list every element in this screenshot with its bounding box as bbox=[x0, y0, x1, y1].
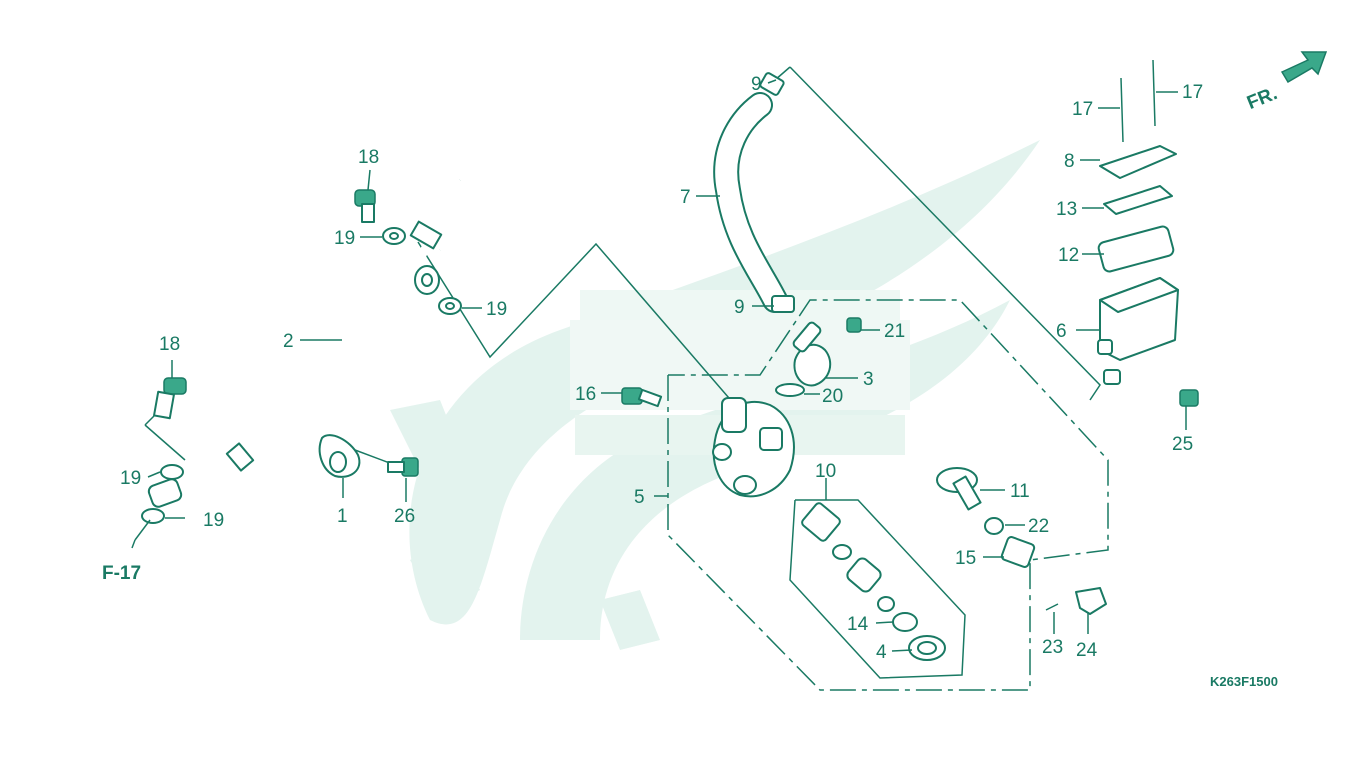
callout-3: 3 bbox=[863, 369, 874, 390]
callout-19-d: 19 bbox=[203, 510, 224, 531]
watermark-logo bbox=[390, 140, 1040, 650]
callout-12: 12 bbox=[1058, 245, 1079, 266]
callout-24: 24 bbox=[1076, 640, 1098, 661]
reference-arrow-icon bbox=[131, 539, 136, 549]
callout-15: 15 bbox=[955, 548, 976, 569]
assembly-outlines bbox=[144, 66, 1109, 691]
direction-label: FR. bbox=[1244, 83, 1280, 114]
callout-7: 7 bbox=[680, 187, 691, 208]
callout-26: 26 bbox=[394, 506, 415, 527]
callout-labels: 1 2 3 4 5 6 7 8 9 9 10 11 12 13 14 15 16… bbox=[120, 74, 1203, 663]
part-10-piston-set bbox=[801, 502, 946, 661]
part-3-joint bbox=[775, 317, 862, 397]
callout-1: 1 bbox=[337, 506, 348, 527]
callout-20: 20 bbox=[822, 386, 843, 407]
callout-6: 6 bbox=[1056, 321, 1067, 342]
callout-2: 2 bbox=[283, 331, 294, 352]
pin-and-clip bbox=[1045, 587, 1107, 615]
callout-25: 25 bbox=[1172, 434, 1193, 455]
callout-18-left: 18 bbox=[159, 334, 180, 355]
callout-19-a: 19 bbox=[334, 228, 355, 249]
callout-11: 11 bbox=[1010, 481, 1030, 502]
callout-14: 14 bbox=[847, 614, 869, 635]
part-2-brake-hose bbox=[157, 169, 479, 501]
leader-lines bbox=[134, 79, 1187, 652]
callout-23: 23 bbox=[1042, 637, 1063, 658]
callout-22: 22 bbox=[1028, 516, 1049, 537]
diagram-code: K263F1500 bbox=[1210, 674, 1278, 689]
front-arrow-icon bbox=[1280, 51, 1328, 84]
sealing-washers bbox=[141, 227, 462, 524]
callout-16: 16 bbox=[575, 384, 596, 405]
part-6-reservoir-tank bbox=[1097, 59, 1199, 407]
callout-4: 4 bbox=[876, 642, 887, 663]
banjo-fittings bbox=[147, 265, 440, 508]
part-7-reservoir-hose bbox=[713, 72, 795, 313]
oil-bolts bbox=[153, 189, 376, 420]
callout-8: 8 bbox=[1064, 151, 1075, 172]
callout-17-right: 17 bbox=[1182, 82, 1203, 103]
part-1-hose-clamp bbox=[318, 434, 419, 478]
callout-5: 5 bbox=[634, 487, 645, 508]
callout-9-top: 9 bbox=[751, 74, 762, 95]
callout-19-c: 19 bbox=[120, 468, 141, 489]
callout-10: 10 bbox=[815, 461, 836, 482]
callout-9-bottom: 9 bbox=[734, 297, 745, 318]
reference-label: F-17 bbox=[102, 563, 141, 584]
part-5-master-cylinder bbox=[621, 387, 795, 498]
callout-17-left: 17 bbox=[1072, 99, 1093, 120]
part-11-push-rod bbox=[936, 467, 1036, 568]
callout-21: 21 bbox=[884, 321, 905, 342]
callout-18-top: 18 bbox=[358, 147, 379, 168]
callout-19-b: 19 bbox=[486, 299, 507, 320]
callout-13: 13 bbox=[1056, 199, 1077, 220]
